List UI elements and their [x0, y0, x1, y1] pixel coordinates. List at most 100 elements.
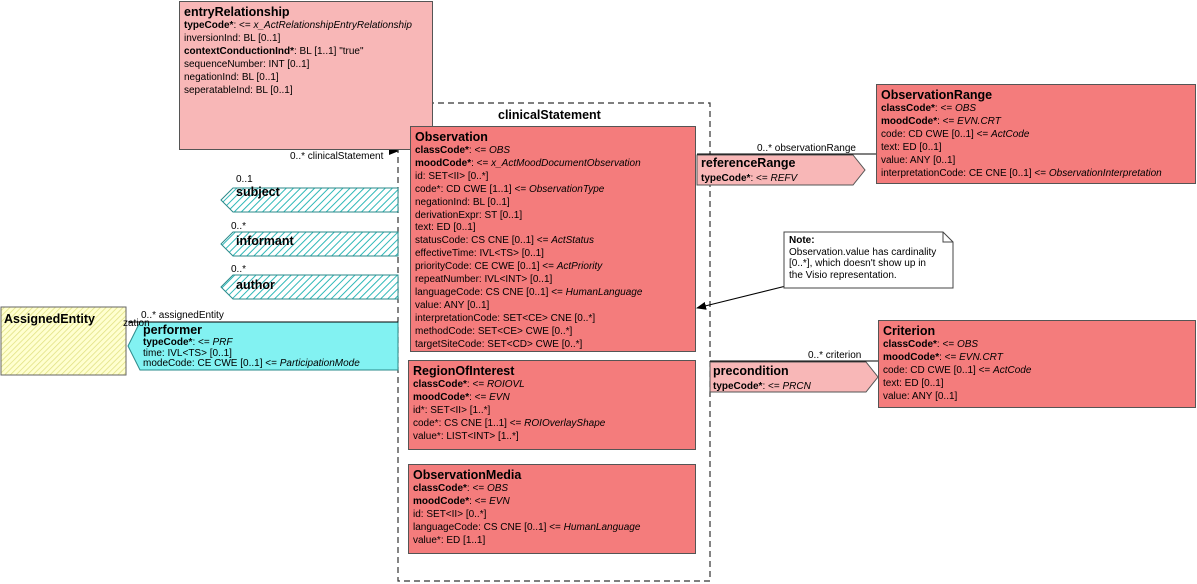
- attribute-name: modeCode: [143, 358, 192, 369]
- attribute-line: inversionInd: BL [0..1]: [184, 33, 428, 46]
- attribute-line: value: ANY [0..1]: [415, 300, 691, 313]
- attribute-type: : <=: [466, 379, 487, 390]
- attribute-line: id: SET<II> [0..*]: [415, 171, 691, 184]
- attribute-name: text: [883, 377, 900, 389]
- attribute-line: classCode*: <= ROIOVL: [413, 379, 691, 392]
- attribute-line: classCode*: <= OBS: [413, 483, 691, 496]
- reference-range-shape: [696, 154, 866, 186]
- attribute-type: : ST [0..1]: [478, 209, 523, 221]
- attribute-name: moodCode*: [413, 495, 470, 507]
- attribute-vocabulary: HumanLanguage: [563, 521, 641, 533]
- attribute-name: classCode*: [883, 339, 937, 350]
- attribute-line: moodCode*: <= EVN.CRT: [883, 352, 1191, 365]
- informant-multiplicity: 0..*: [231, 221, 247, 232]
- attribute-type: : <=: [936, 339, 957, 350]
- attribute-name: code: [883, 364, 905, 376]
- author-multiplicity: 0..*: [231, 264, 247, 275]
- attribute-line: effectiveTime: IVL<TS> [0..1]: [415, 248, 691, 261]
- attribute-vocabulary: EVN.CRT: [957, 115, 1001, 127]
- attribute-name: moodCode*: [881, 115, 938, 127]
- attribute-name: interpretationCode: [881, 167, 964, 179]
- attribute-vocabulary: OBS: [486, 483, 509, 494]
- observation-media-title: ObservationMedia: [413, 468, 522, 482]
- attribute-type: : ED [0..1]: [431, 222, 476, 234]
- attribute-type: : ED [0..1]: [899, 377, 944, 389]
- attribute-type: : IVL<INT> [0..1]: [478, 274, 553, 286]
- criterion-title: Criterion: [883, 324, 936, 338]
- precondition-typecode-rest: : <=: [762, 381, 783, 392]
- attribute-line: languageCode: CS CNE [0..1] <= HumanLang…: [415, 287, 691, 300]
- reference-range-typecode-value: REFV: [770, 173, 798, 184]
- attribute-name: moodCode*: [413, 391, 470, 403]
- attribute-line: sequenceNumber: INT [0..1]: [184, 59, 428, 72]
- attribute-name: code*: [413, 417, 439, 429]
- precondition-typecode: typeCode*: <= PRCN: [713, 381, 811, 392]
- attribute-type: : <=: [937, 115, 958, 127]
- attribute-vocabulary: ActCode: [993, 364, 1032, 376]
- reference-range-title: referenceRange: [701, 156, 796, 170]
- attribute-line: code: CD CWE [0..1] <= ActCode: [881, 129, 1191, 142]
- attribute-line: interpretationCode: SET<CE> CNE [0..*]: [415, 313, 691, 326]
- attribute-line: value*: LIST<INT> [1..*]: [413, 431, 691, 444]
- attribute-name: id: [413, 508, 421, 520]
- attribute-vocabulary: PRF: [212, 337, 233, 348]
- reference-range-typecode: typeCode*: <= REFV: [701, 173, 797, 184]
- precondition-title: precondition: [713, 364, 789, 378]
- attribute-line: classCode*: <= OBS: [415, 145, 691, 158]
- attribute-name: moodCode*: [415, 157, 472, 169]
- attribute-type: : CE CWE [0..1] <=: [191, 358, 280, 369]
- author-shape: [220, 274, 399, 300]
- attribute-type: : LIST<INT> [1..*]: [440, 430, 519, 442]
- entry-relationship-title: entryRelationship: [184, 5, 290, 19]
- attribute-vocabulary: ROIOVL: [486, 379, 525, 390]
- attribute-name: moodCode*: [883, 351, 940, 363]
- attribute-type: : CD CWE [0..1] <=: [902, 128, 992, 140]
- reference-range-typecode-name: typeCode*: [701, 173, 751, 184]
- attribute-type: : IVL<TS> [0..1]: [161, 347, 232, 359]
- attribute-vocabulary: ObservationType: [528, 183, 605, 195]
- precondition-shape: [709, 361, 879, 393]
- attribute-line: typeCode*: <= PRF: [143, 337, 360, 349]
- attribute-type: : <=: [466, 483, 487, 494]
- attribute-line: negationInd: BL [0..1]: [184, 72, 428, 85]
- entry-relationship-box: entryRelationship typeCode*: <= x_ActRel…: [179, 1, 433, 150]
- attribute-type: : <=: [192, 337, 213, 348]
- attribute-vocabulary: x_ActMoodDocumentObservation: [491, 157, 641, 169]
- attribute-name: derivationExpr: [415, 209, 479, 221]
- attribute-type: : ANY [0..1]: [906, 390, 958, 402]
- attribute-name: id: [415, 170, 423, 182]
- attribute-line: classCode*: <= OBS: [881, 103, 1191, 116]
- attribute-line: id: SET<II> [0..*]: [413, 509, 691, 522]
- attribute-name: classCode*: [413, 379, 467, 390]
- attribute-name: value: [883, 390, 907, 402]
- attribute-line: seperatableInd: BL [0..1]: [184, 85, 428, 98]
- attribute-line: negationInd: BL [0..1]: [415, 197, 691, 210]
- attribute-line: moodCode*: <= x_ActMoodDocumentObservati…: [415, 158, 691, 171]
- attribute-type: : <=: [468, 145, 489, 156]
- attribute-name: sequenceNumber: [184, 58, 263, 70]
- attribute-type: : CS CNE [0..1] <=: [478, 521, 564, 533]
- attribute-name: negationInd: [184, 71, 237, 83]
- attribute-name: value: [881, 154, 905, 166]
- region-of-interest-title: RegionOfInterest: [413, 364, 515, 378]
- attribute-line: interpretationCode: CE CNE [0..1] <= Obs…: [881, 168, 1191, 181]
- attribute-name: seperatableInd: [184, 84, 251, 96]
- note-outline: [783, 231, 954, 289]
- reference-range-typecode-rest: : <=: [750, 173, 771, 184]
- attribute-line: value*: ED [1..1]: [413, 535, 691, 548]
- attribute-type: : BL [0..1]: [250, 84, 293, 96]
- attribute-type: : <=: [934, 103, 955, 114]
- attribute-line: languageCode: CS CNE [0..1] <= HumanLang…: [413, 522, 691, 535]
- clinical-statement-title: clinicalStatement: [498, 108, 601, 122]
- performer-partial-label: zation: [123, 318, 150, 329]
- attribute-line: id*: SET<II> [1..*]: [413, 405, 691, 418]
- precondition-multiplicity: 0..* criterion: [808, 350, 862, 361]
- attribute-line: text: ED [0..1]: [881, 142, 1191, 155]
- attribute-line: text: ED [0..1]: [883, 378, 1191, 391]
- attribute-type: : ANY [0..1]: [904, 154, 956, 166]
- attribute-line: derivationExpr: ST [0..1]: [415, 210, 691, 223]
